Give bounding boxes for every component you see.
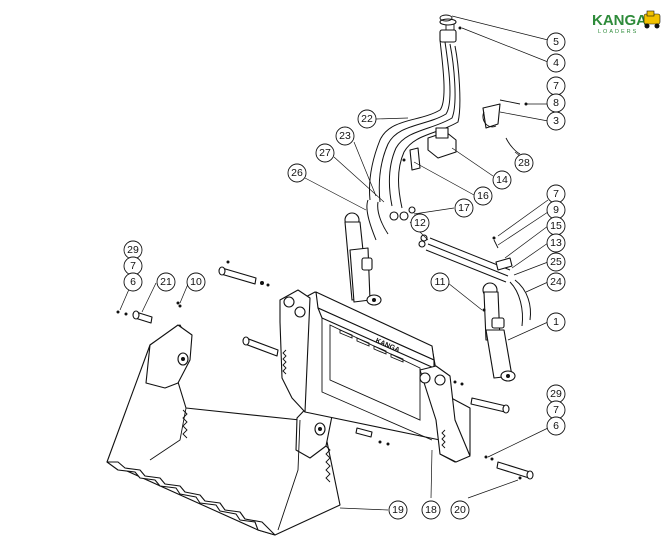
svg-text:18: 18 — [425, 504, 437, 516]
svg-text:6: 6 — [553, 420, 559, 432]
callout-26: 26 — [287, 163, 307, 183]
svg-text:22: 22 — [361, 113, 373, 125]
callout-24: 24 — [546, 272, 566, 292]
callout-15: 15 — [546, 216, 566, 236]
callout-16: 16 — [473, 186, 493, 206]
svg-text:13: 13 — [550, 237, 562, 249]
callout-29: 29 — [123, 240, 143, 260]
svg-text:7: 7 — [130, 260, 136, 272]
svg-text:3: 3 — [553, 115, 559, 127]
callout-25: 25 — [546, 252, 566, 272]
svg-text:4: 4 — [553, 57, 559, 69]
svg-text:27: 27 — [319, 147, 331, 159]
callout-1: 1 — [546, 312, 566, 332]
svg-text:7: 7 — [553, 404, 559, 416]
callout-11: 11 — [430, 272, 450, 292]
callout-12: 12 — [410, 213, 430, 233]
svg-text:15: 15 — [550, 220, 562, 232]
callout-13: 13 — [546, 233, 566, 253]
callout-10: 10 — [186, 272, 206, 292]
svg-text:14: 14 — [496, 174, 508, 186]
svg-text:24: 24 — [550, 276, 562, 288]
callout-14: 14 — [492, 170, 512, 190]
svg-text:19: 19 — [392, 504, 404, 516]
svg-text:11: 11 — [435, 276, 446, 288]
callout-19: 19 — [388, 500, 408, 520]
svg-text:29: 29 — [127, 244, 139, 256]
logo-brand-text: KANGA — [592, 12, 647, 29]
callout-6: 6 — [123, 272, 143, 292]
svg-text:12: 12 — [414, 217, 426, 229]
quick-attach-frame-part-18: KANGA — [279, 289, 471, 463]
svg-text:28: 28 — [518, 157, 530, 169]
mini-loader-icon — [643, 10, 661, 29]
svg-text:21: 21 — [160, 276, 172, 288]
svg-text:10: 10 — [190, 276, 202, 288]
callout-20: 20 — [450, 500, 470, 520]
svg-text:23: 23 — [339, 130, 351, 142]
callout-6: 6 — [546, 416, 566, 436]
svg-text:25: 25 — [550, 256, 562, 268]
callout-17: 17 — [454, 198, 474, 218]
callout-7: 7 — [546, 400, 566, 420]
callout-29: 29 — [546, 384, 566, 404]
svg-text:9: 9 — [553, 204, 559, 216]
callout-3: 3 — [546, 111, 566, 131]
svg-text:6: 6 — [130, 276, 136, 288]
callout-21: 21 — [156, 272, 176, 292]
logo-sub-text: LOADERS — [598, 29, 638, 35]
hydraulic-hoses — [366, 18, 531, 327]
small-fittings — [176, 14, 528, 312]
callout-7: 7 — [546, 184, 566, 204]
callout-9: 9 — [546, 200, 566, 220]
callout-7: 7 — [546, 76, 566, 96]
svg-text:26: 26 — [291, 167, 303, 179]
leader-lines — [119, 15, 549, 511]
svg-text:5: 5 — [553, 36, 559, 48]
callout-7: 7 — [123, 256, 143, 276]
svg-text:16: 16 — [477, 190, 489, 202]
callout-5: 5 — [546, 32, 566, 52]
svg-text:7: 7 — [553, 188, 559, 200]
callout-8: 8 — [546, 93, 566, 113]
callout-23: 23 — [335, 126, 355, 146]
svg-text:20: 20 — [454, 504, 466, 516]
callout-22: 22 — [357, 109, 377, 129]
svg-text:1: 1 — [553, 316, 559, 328]
left-ram-cylinder — [344, 212, 382, 306]
svg-text:7: 7 — [553, 80, 559, 92]
callout-18: 18 — [421, 500, 441, 520]
svg-text:29: 29 — [550, 388, 562, 400]
svg-text:17: 17 — [458, 202, 470, 214]
svg-text:8: 8 — [553, 97, 559, 109]
pins-and-bolts — [116, 260, 534, 480]
callout-27: 27 — [315, 143, 335, 163]
callout-28: 28 — [514, 153, 534, 173]
kanga-logo: KANGA LOADERS — [592, 10, 661, 35]
callout-4: 4 — [546, 53, 566, 73]
right-ram-cylinder-part-1 — [482, 282, 516, 382]
